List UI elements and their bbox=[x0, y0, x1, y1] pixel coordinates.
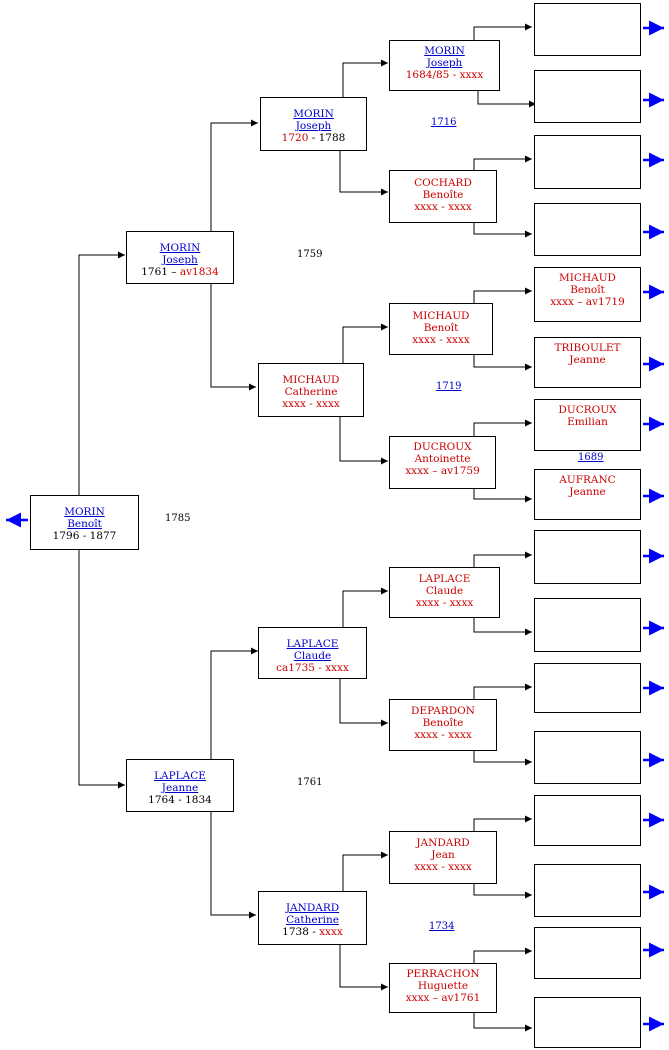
person-box-empty[interactable] bbox=[534, 927, 641, 979]
given-name-text: Benoîte bbox=[422, 189, 464, 201]
life-dates: xxxx – av1719 bbox=[550, 296, 625, 308]
given-name-text: Benoît bbox=[570, 284, 605, 296]
person-box-gen4[interactable]: MICHAUD Benoît xxxx – av1719 bbox=[534, 267, 641, 322]
life-dates: xxxx – av1761 bbox=[405, 992, 481, 1004]
surname-link[interactable]: MORIN bbox=[64, 506, 105, 518]
given-name-link[interactable]: Claude bbox=[293, 650, 332, 662]
surname-text: DEPARDON bbox=[411, 705, 475, 717]
surname-text: MICHAUD bbox=[559, 272, 616, 284]
life-dates: xxxx - xxxx bbox=[414, 729, 472, 741]
given-name-link[interactable]: Joseph bbox=[426, 57, 463, 69]
given-name-text: Emilian bbox=[567, 416, 608, 428]
surname-text: TRIBOULET bbox=[554, 342, 621, 354]
marriage-year: 1785 bbox=[165, 513, 191, 524]
surname-text: LAPLACE bbox=[418, 573, 471, 585]
person-box-empty[interactable] bbox=[534, 997, 641, 1048]
person-box-gen3[interactable]: MORIN Joseph 1684/85 - xxxx bbox=[389, 40, 500, 91]
given-name-link[interactable]: Benoît bbox=[67, 518, 102, 530]
surname-text: DUCROUX bbox=[413, 441, 472, 453]
given-name-text: Huguette bbox=[417, 980, 469, 992]
marriage-year-link[interactable]: 1734 bbox=[429, 921, 455, 932]
person-box-empty[interactable] bbox=[534, 795, 641, 846]
person-box-empty[interactable] bbox=[534, 3, 641, 56]
given-name-link[interactable]: Joseph bbox=[295, 120, 332, 132]
surname-text: DUCROUX bbox=[558, 404, 617, 416]
person-box-root[interactable]: MORIN Benoît 1796 - 1877 bbox=[30, 495, 139, 550]
person-box-mother[interactable]: LAPLACE Jeanne 1764 - 1834 bbox=[126, 759, 234, 812]
life-dates: xxxx - xxxx bbox=[414, 861, 472, 873]
given-name-text: Jeanne bbox=[569, 486, 606, 498]
person-box-gen3[interactable]: COCHARD Benoîte xxxx - xxxx bbox=[389, 170, 497, 223]
given-name-link[interactable]: Catherine bbox=[286, 914, 339, 926]
person-box-maternal-grandmother[interactable]: JANDARD Catherine 1738 - xxxx bbox=[258, 891, 367, 945]
life-dates: xxxx - xxxx bbox=[414, 201, 472, 213]
surname-link[interactable]: LAPLACE bbox=[286, 638, 339, 650]
life-dates: 1684/85 - xxxx bbox=[405, 69, 484, 81]
surname-text: MICHAUD bbox=[412, 310, 470, 322]
given-name-link[interactable]: Jeanne bbox=[161, 782, 199, 794]
surname-link[interactable]: MORIN bbox=[159, 242, 201, 254]
given-name-text: Claude bbox=[425, 585, 464, 597]
person-box-empty[interactable] bbox=[534, 530, 641, 584]
surname-link[interactable]: MORIN bbox=[424, 45, 465, 57]
person-box-maternal-grandfather[interactable]: LAPLACE Claude ca1735 - xxxx bbox=[258, 627, 367, 679]
person-box-gen3[interactable]: MICHAUD Benoît xxxx - xxxx bbox=[389, 303, 493, 355]
person-box-gen3[interactable]: JANDARD Jean xxxx - xxxx bbox=[389, 831, 497, 884]
surname-text: MICHAUD bbox=[282, 374, 340, 386]
person-box-gen4[interactable]: DUCROUX Emilian bbox=[534, 399, 641, 451]
person-box-empty[interactable] bbox=[534, 70, 641, 123]
marriage-year-link[interactable]: 1716 bbox=[431, 117, 457, 128]
life-dates: 1761 – av1834 bbox=[141, 266, 219, 278]
given-name-text: Catherine bbox=[284, 386, 338, 398]
person-box-paternal-grandfather[interactable]: MORIN Joseph 1720 - 1788 bbox=[260, 97, 367, 151]
given-name-text: Antoinette bbox=[414, 453, 471, 465]
person-box-empty[interactable] bbox=[534, 864, 641, 917]
given-name-text: Benoît bbox=[423, 322, 459, 334]
surname-text: COCHARD bbox=[414, 177, 472, 189]
given-name-link[interactable]: Joseph bbox=[162, 254, 198, 266]
life-dates: 1720 - 1788 bbox=[281, 132, 346, 144]
life-dates: xxxx - xxxx bbox=[412, 334, 470, 346]
surname-link[interactable]: MORIN bbox=[293, 108, 334, 120]
person-box-empty[interactable] bbox=[534, 663, 641, 713]
person-box-empty[interactable] bbox=[534, 203, 641, 256]
marriage-year: 1761 bbox=[297, 777, 323, 788]
life-dates: 1738 - xxxx bbox=[282, 926, 343, 938]
person-box-empty[interactable] bbox=[534, 135, 641, 189]
given-name-text: Benoîte bbox=[422, 717, 464, 729]
given-name-text: Jeanne bbox=[569, 354, 606, 366]
person-box-father[interactable]: MORIN Joseph 1761 – av1834 bbox=[126, 231, 234, 284]
person-box-gen4[interactable]: TRIBOULET Jeanne bbox=[534, 337, 641, 388]
person-box-gen3[interactable]: DEPARDON Benoîte xxxx - xxxx bbox=[389, 699, 497, 751]
life-dates: xxxx - xxxx bbox=[415, 597, 474, 609]
surname-text: PERRACHON bbox=[406, 968, 480, 980]
surname-text: AUFRANC bbox=[559, 474, 616, 486]
person-box-paternal-grandmother[interactable]: MICHAUD Catherine xxxx - xxxx bbox=[258, 363, 364, 417]
marriage-year-link[interactable]: 1719 bbox=[436, 381, 462, 392]
life-dates: xxxx – av1759 bbox=[405, 465, 480, 477]
surname-link[interactable]: LAPLACE bbox=[154, 770, 206, 782]
life-dates: 1764 - 1834 bbox=[148, 794, 212, 806]
person-box-empty[interactable] bbox=[534, 598, 641, 652]
marriage-year-link[interactable]: 1689 bbox=[578, 452, 604, 463]
person-box-gen3[interactable]: LAPLACE Claude xxxx - xxxx bbox=[389, 567, 500, 618]
person-box-empty[interactable] bbox=[534, 731, 641, 784]
life-dates: 1796 - 1877 bbox=[52, 530, 117, 542]
surname-text: JANDARD bbox=[416, 837, 470, 849]
surname-link[interactable]: JANDARD bbox=[285, 902, 340, 914]
person-box-gen4[interactable]: AUFRANC Jeanne bbox=[534, 469, 641, 520]
person-box-gen3[interactable]: DUCROUX Antoinette xxxx – av1759 bbox=[389, 436, 496, 489]
person-box-gen3[interactable]: PERRACHON Huguette xxxx – av1761 bbox=[389, 963, 497, 1013]
life-dates: xxxx - xxxx bbox=[282, 398, 340, 410]
life-dates: ca1735 - xxxx bbox=[276, 662, 349, 674]
marriage-year: 1759 bbox=[297, 249, 323, 260]
given-name-text: Jean bbox=[431, 849, 455, 861]
